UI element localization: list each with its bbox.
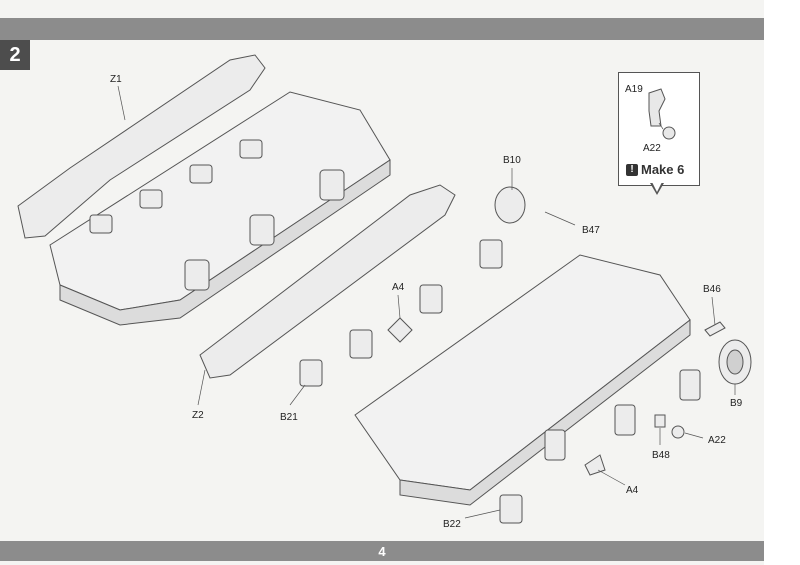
- label-z2: Z2: [192, 410, 204, 421]
- label-a22: A22: [708, 435, 726, 446]
- a4-arm-bottom: [584, 454, 606, 476]
- label-z1: Z1: [110, 74, 122, 85]
- label-b10: B10: [503, 155, 521, 166]
- a22-part: [671, 425, 685, 439]
- z1-side-plate: [17, 54, 266, 239]
- callout-label-a19: A19: [625, 84, 643, 95]
- label-b22: B22: [443, 519, 461, 530]
- label-b9: B9: [730, 398, 743, 409]
- label-a4-top: A4: [392, 282, 405, 293]
- b21-bracket: [299, 359, 323, 387]
- step-number: 2: [0, 40, 30, 70]
- page-number: 4: [378, 543, 386, 559]
- b48-part: [654, 414, 666, 428]
- label-b46: B46: [703, 284, 721, 295]
- footer-bar: 4: [0, 541, 764, 561]
- label-a4-bottom: A4: [626, 485, 639, 496]
- callout-label-a22: A22: [643, 143, 661, 154]
- a19-a22-subassembly-icon: [648, 88, 676, 140]
- z2-side-plate: [199, 184, 456, 379]
- warning-icon: !: [626, 163, 638, 176]
- page-edge: [764, 0, 800, 565]
- b10-idler: [494, 186, 526, 224]
- label-b21: B21: [280, 412, 298, 423]
- make-label: Make 6: [641, 162, 685, 177]
- label-b47: B47: [582, 225, 600, 236]
- a4-cone-top: [387, 317, 413, 343]
- label-b48: B48: [652, 450, 670, 461]
- header-bar: [0, 18, 764, 40]
- make-quantity: ! Make 6: [626, 162, 684, 177]
